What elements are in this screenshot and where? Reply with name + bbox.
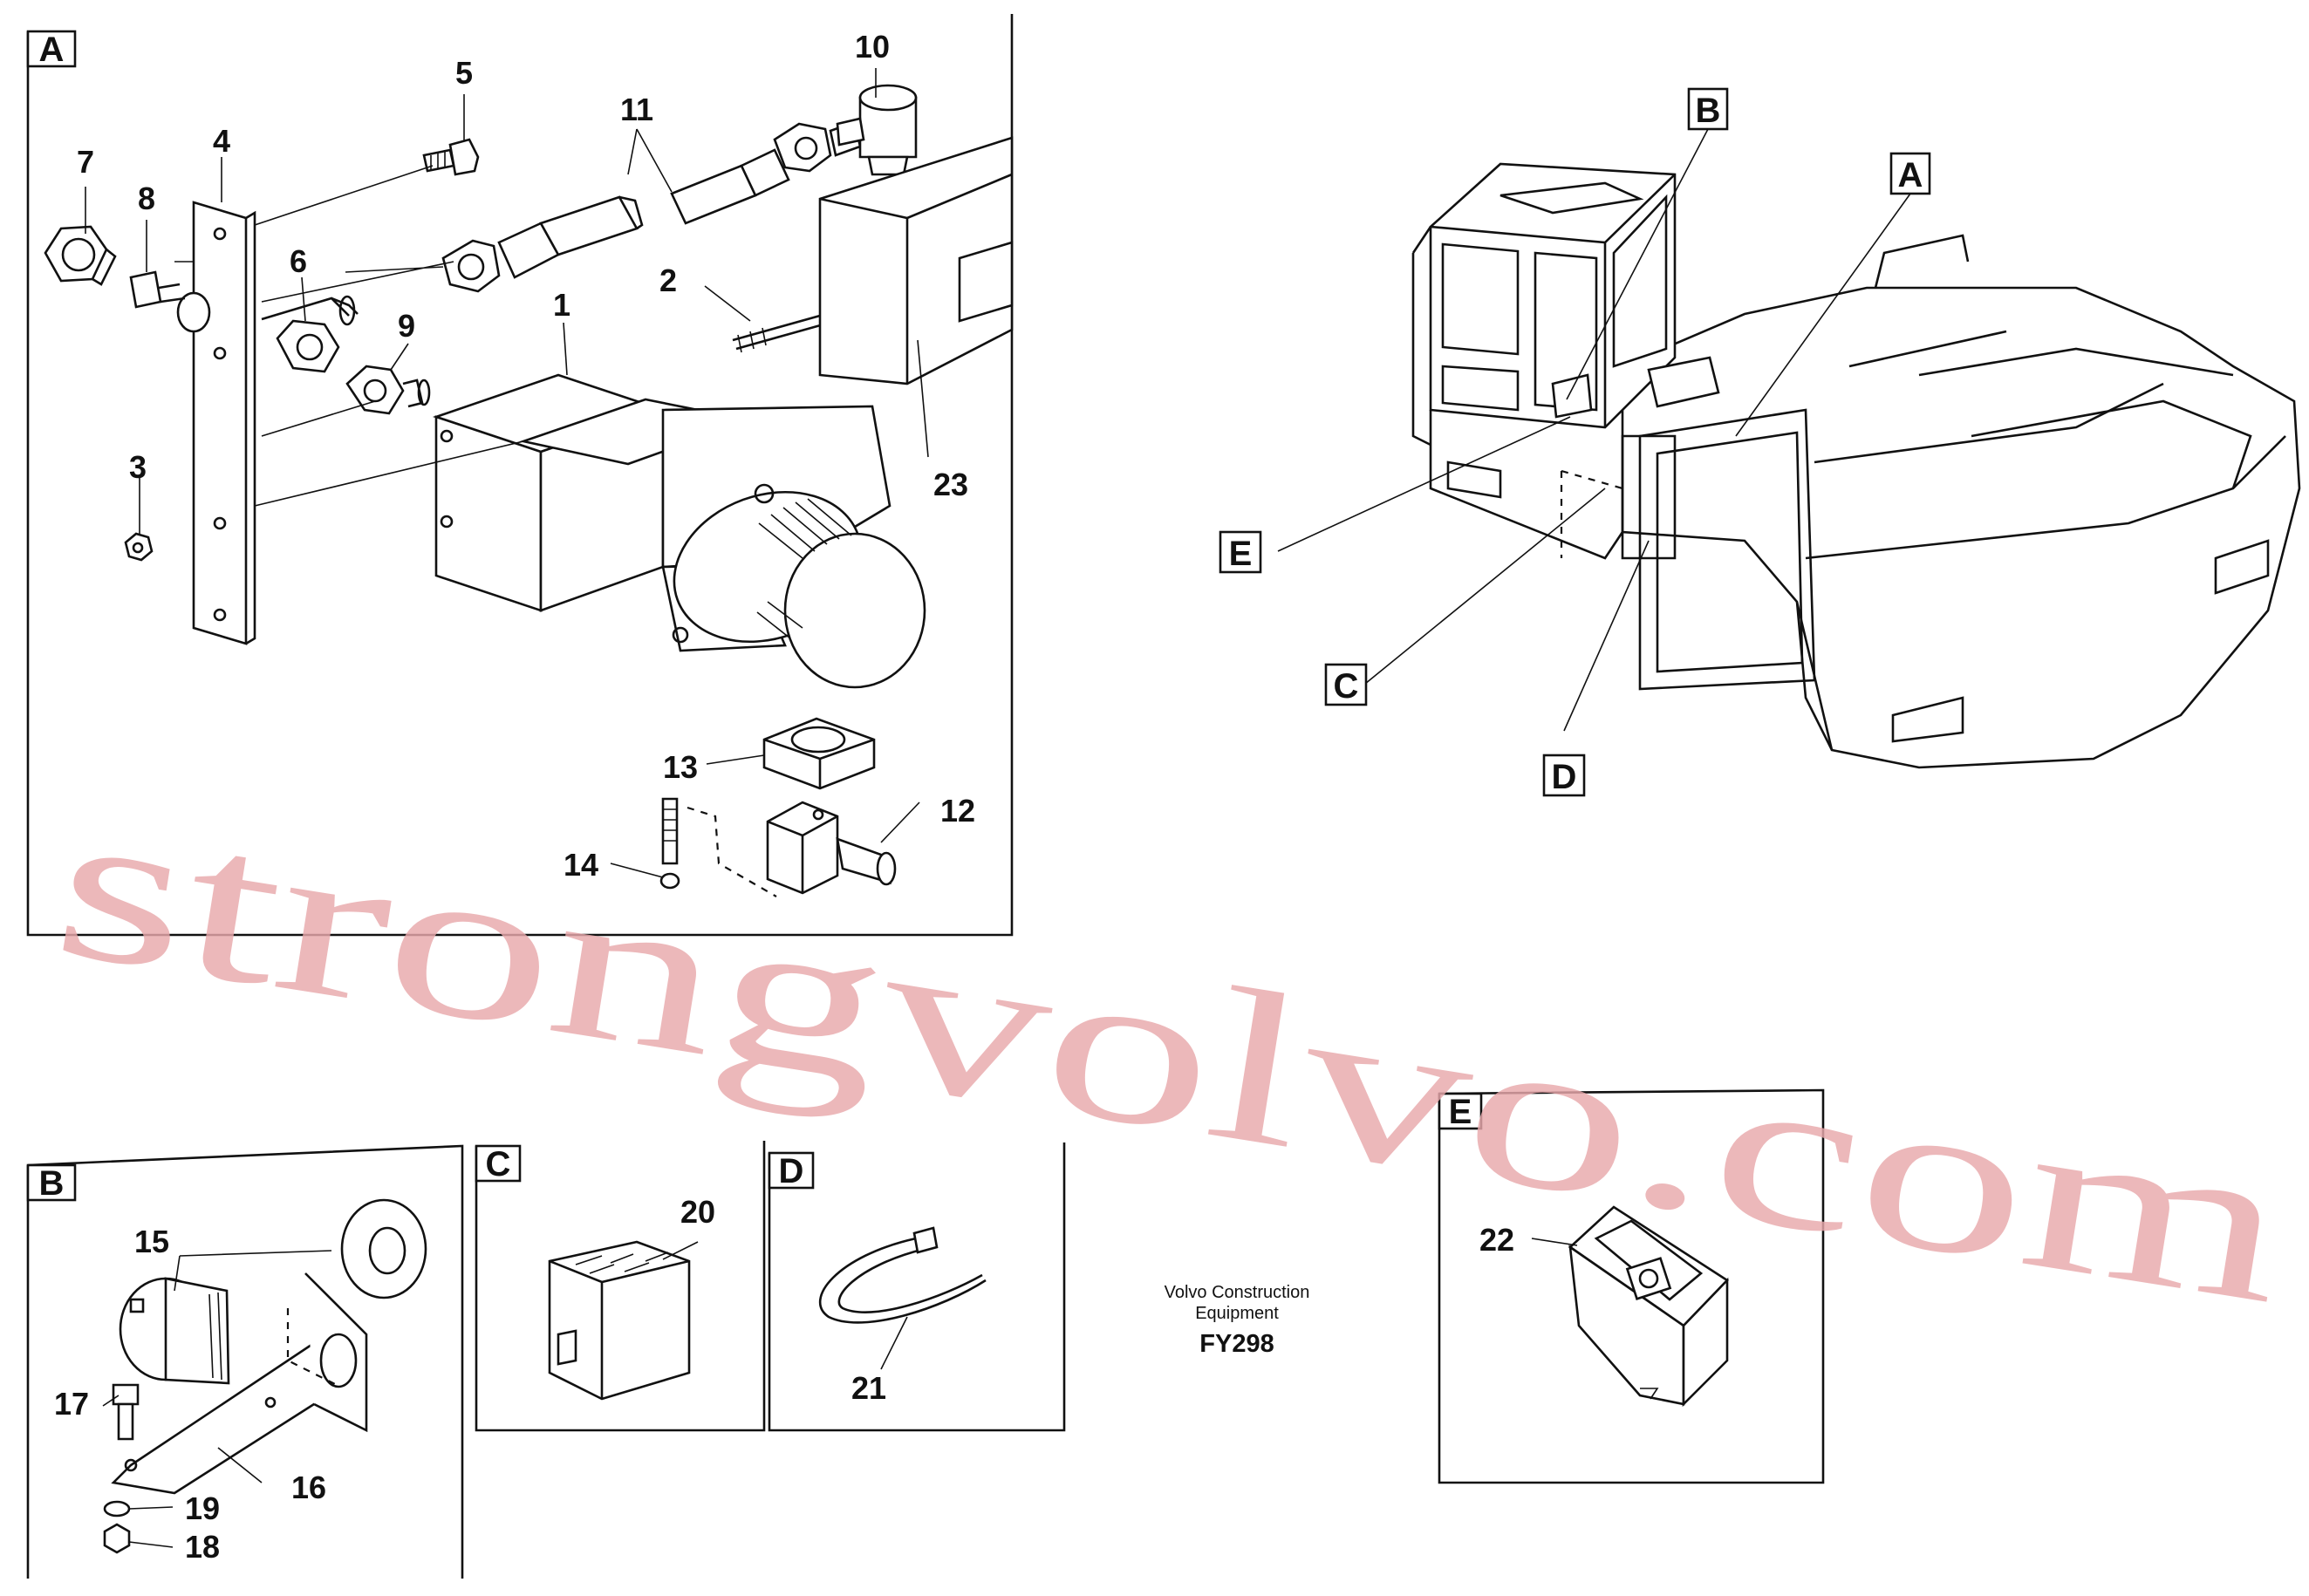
part-1-label: 1 [553,287,570,323]
callout-e: E [1229,535,1253,573]
part-23-label: 23 [933,467,968,502]
bracket-plate [192,201,256,645]
part-13-label: 13 [663,749,698,785]
part-17-label: 17 [54,1386,89,1422]
part-22-label: 22 [1479,1222,1514,1258]
panel-a-leaders [85,68,929,878]
part-5-label: 5 [455,55,473,91]
part-7-label: 7 [77,144,94,180]
excavator-overview: B A E C D [1219,87,2301,797]
callout-c: C [1334,667,1359,706]
panel-c: C 20 [475,1141,766,1432]
part-21-label: 21 [851,1370,886,1406]
part-10-label: 10 [855,29,890,65]
caption-line1: Volvo Construction [1165,1283,1310,1302]
panel-d-label: D [779,1152,804,1190]
part-12-label: 12 [940,793,975,829]
part-3-label: 3 [129,449,147,485]
coupling-13 [762,717,876,790]
nut-7 [44,225,117,286]
nut-3 [124,532,154,562]
part-18-label: 18 [185,1529,220,1565]
callout-b: B [1696,92,1721,130]
panel-d: D 21 [768,1142,1066,1432]
panel-e-label: E [1449,1093,1472,1131]
panel-b: B 15 17 16 19 18 [26,1144,464,1579]
pump-motor-1 [432,373,926,689]
panel-a-label: A [39,31,65,69]
reservoir-23 [818,136,1014,385]
part-19-label: 19 [185,1490,220,1526]
hose-11 [441,120,862,293]
connector-12 [766,801,897,895]
nut-6 [261,295,359,373]
caption: Volvo Construction Equipment FY298 [1165,1283,1310,1358]
breather-10 [836,84,918,197]
callout-d: D [1552,758,1577,796]
part-11-label: 11 [620,92,653,127]
adapter-8 [129,270,211,333]
part-16-label: 16 [291,1470,326,1505]
part-9-label: 9 [398,308,415,344]
screw-14 [659,797,680,890]
caption-code: FY298 [1199,1330,1274,1358]
panel-c-label: C [486,1145,511,1183]
part-8-label: 8 [138,181,155,216]
part-4-label: 4 [213,123,230,159]
panel-b-label: B [39,1164,65,1203]
caption-line2: Equipment [1195,1304,1279,1323]
part-2-label: 2 [659,263,677,298]
panel-a: A [26,14,1014,937]
part-15-label: 15 [134,1224,169,1259]
part-14-label: 14 [564,847,598,883]
part-20-label: 20 [680,1194,715,1230]
panel-e: E 22 [1438,1088,1825,1484]
callout-a: A [1898,156,1923,194]
part-6-label: 6 [290,243,307,279]
bolt-5 [422,138,480,176]
